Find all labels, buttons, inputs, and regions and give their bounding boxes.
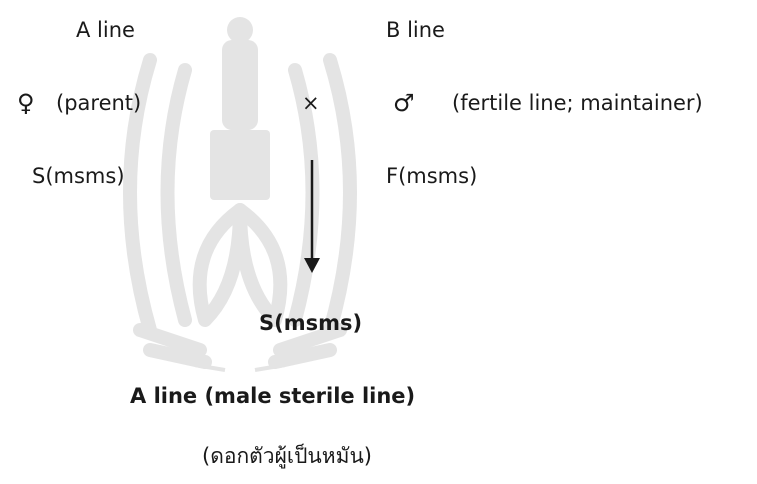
down-arrow-icon <box>304 160 320 273</box>
parent-a-genotype: S(msms) <box>32 164 125 188</box>
cross-symbol: × <box>302 91 320 115</box>
parent-a-line-label: A line <box>76 18 135 42</box>
parent-b-role: (fertile line; maintainer) <box>452 91 703 115</box>
male-symbol-icon: ♂ <box>393 89 415 117</box>
offspring-genotype: S(msms) <box>259 311 363 335</box>
parent-b-line-label: B line <box>386 18 445 42</box>
parent-a-role: (parent) <box>56 91 142 115</box>
parent-b-genotype: F(msms) <box>386 164 478 188</box>
offspring-thai-note: (ดอกตัวผู้เป็นหมัน) <box>202 444 372 468</box>
female-symbol-icon: ♀ <box>17 89 35 117</box>
offspring-line-label: A line (male sterile line) <box>130 384 416 408</box>
